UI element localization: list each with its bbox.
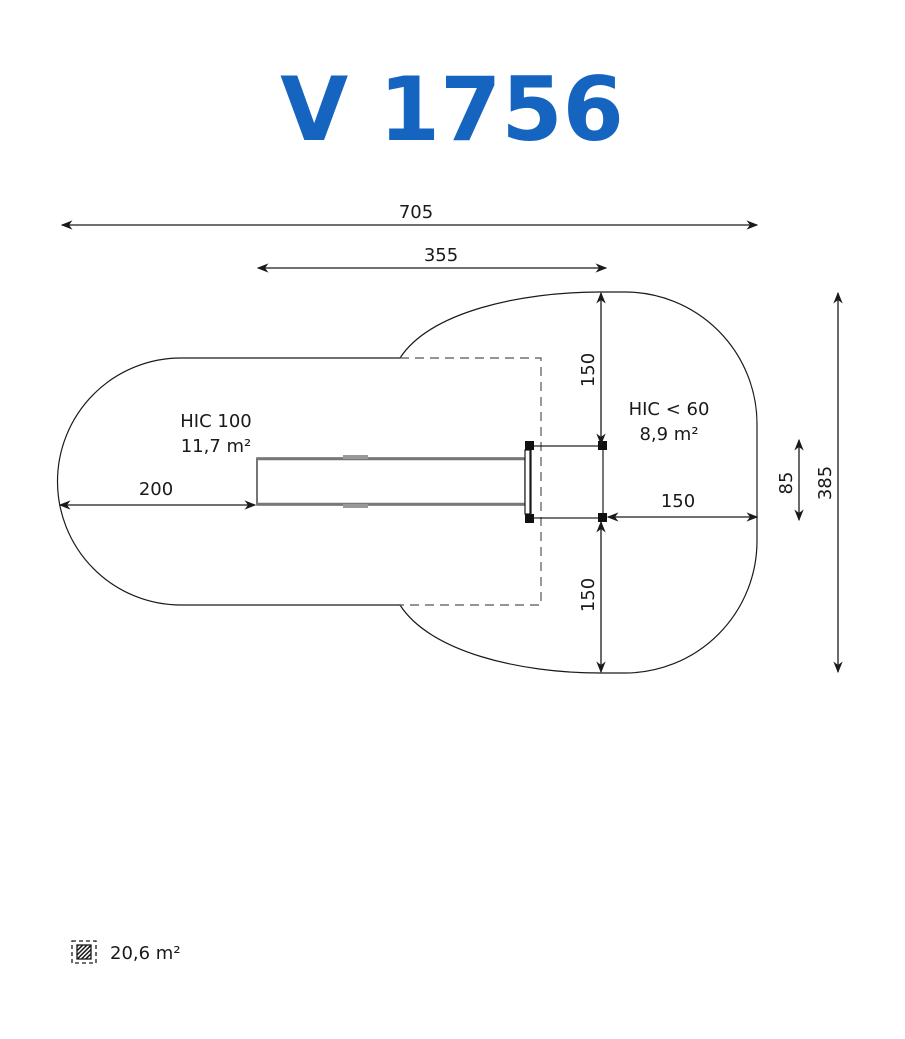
platform [525,441,607,523]
dim-right-clearance: 150 [661,491,695,512]
zone-area-label: 11,7 m² [181,436,252,457]
product-title: V 1756 [280,58,624,161]
dim-top-clearance: 150 [578,353,599,387]
dim-bottom-clearance: 150 [578,578,599,612]
zone-area-label: 8,9 m² [639,424,698,445]
hatched-area-icon [71,940,97,964]
dim-overall-width: 705 [399,202,433,223]
total-area-label: 20,6 m² [110,943,181,964]
slide [256,449,532,515]
dim-platform-depth: 85 [776,472,797,495]
dashed-zone-boundary [400,357,542,606]
zone-hic-label: HIC < 60 [629,399,710,420]
safety-zone-outline [56,291,758,674]
zone-hic-label: HIC 100 [180,411,252,432]
dim-left-clearance: 200 [139,479,173,500]
dim-inner-width: 355 [424,245,458,266]
dim-overall-depth: 385 [815,466,836,500]
